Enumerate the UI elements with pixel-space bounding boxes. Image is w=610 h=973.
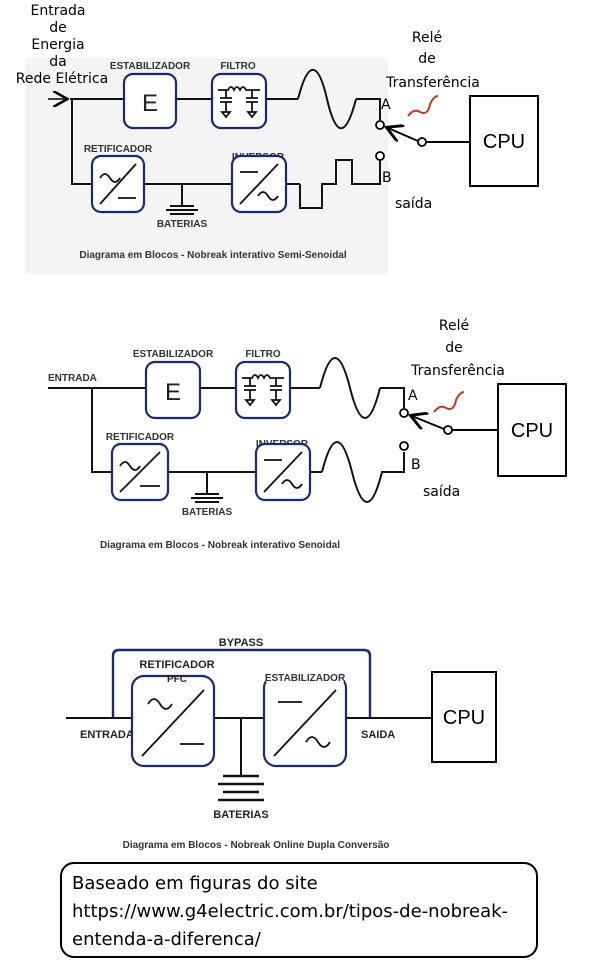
contact-a-terminal (399, 408, 409, 418)
relay-coil-icon (407, 95, 439, 117)
contact-a-label: A (408, 388, 418, 404)
rectifier-label: RETIFICADOR (106, 432, 175, 443)
contact-a-terminal (375, 120, 385, 130)
source-note-line2: https://www.g4electric.com.br/tipos-de-n… (72, 901, 509, 922)
source-note-line3: entenda-a-diferenca/ (72, 929, 261, 950)
diagram2-bottom-wire (91, 388, 322, 473)
stabilizer-label: ESTABILIZADOR (265, 673, 346, 684)
diagram1-caption: Diagrama em Blocos - Nobreak interativo … (79, 250, 347, 261)
cpu-box (431, 671, 497, 763)
stabilizer-label-bg (266, 672, 344, 682)
source-note-line1: Baseado em figuras do site (72, 873, 318, 894)
diagram1-bottom-wire (71, 99, 300, 185)
relay-label-line1: Relé (439, 318, 469, 334)
batteries-label: BATERIAS (157, 219, 208, 230)
cpu-label: CPU (443, 707, 485, 729)
cpu-label: CPU (511, 420, 553, 442)
diagram2-caption: Diagrama em Blocos - Nobreak interativo … (100, 540, 340, 551)
relay-label-line2: de (445, 340, 463, 356)
filter-block (210, 72, 268, 130)
output-label: saída (395, 196, 432, 212)
filter-icon (242, 374, 284, 407)
contact-a-label: A (381, 97, 391, 113)
input-label: ENTRADA (48, 373, 97, 384)
inverter-icon (263, 451, 303, 493)
diagram-senoidal: ENTRADA ESTABILIZADOR E FILTRO RETIFICAD… (48, 318, 567, 551)
cpu-label: CPU (483, 131, 525, 153)
relay-common-terminal (443, 425, 453, 435)
stabilizer-block (122, 72, 178, 130)
rectifier-icon (99, 163, 137, 205)
batteries-label: BATERIAS (213, 809, 268, 821)
diagram3-caption: Diagrama em Blocos - Nobreak Online Dupl… (123, 840, 390, 851)
contact-b-label: B (411, 457, 421, 473)
rectifier-label: RETIFICADOR (84, 144, 153, 155)
inverter-icon (239, 163, 279, 205)
inverter-icon (273, 689, 337, 757)
stabilizer-label: ESTABILIZADOR (133, 349, 214, 360)
battery-icon (218, 774, 264, 802)
input-label-line5: Rede Elétrica (16, 71, 108, 87)
contact-b-label: B (382, 170, 392, 186)
output-label: saída (423, 484, 460, 500)
stabilizer-symbol: E (165, 379, 181, 406)
output-label: SAIDA (361, 729, 395, 741)
source-note: Baseado em figuras do site https://www.g… (60, 862, 538, 958)
cpu-box (469, 95, 539, 187)
pfc-label: PFC (167, 674, 187, 685)
input-label-line1: Entrada (30, 3, 85, 19)
input-label-line4: da (49, 54, 66, 70)
diagram2-top-wire (48, 387, 405, 408)
bypass-label: BYPASS (219, 637, 263, 649)
filter-label: FILTRO (245, 349, 281, 360)
relay-label-line1: Relé (412, 30, 442, 46)
rectifier-label: RETIFICADOR (139, 659, 214, 671)
sine-wave-bottom-icon (321, 441, 405, 503)
relay-label-line3: Transferência (385, 75, 480, 91)
relay-coil-icon (433, 391, 465, 413)
stabilizer-label: ESTABILIZADOR (110, 61, 191, 72)
input-label-line2: de (49, 20, 67, 36)
battery-icon (191, 493, 223, 503)
stabilizer-block (144, 360, 202, 420)
diagram1-panel (26, 58, 388, 274)
cpu-box (497, 383, 567, 477)
diagram-semi-senoidal: Entrada de Energia da Rede Elétrica ESTA… (16, 3, 539, 274)
rectifier-icon (141, 689, 205, 757)
rectifier-icon (119, 451, 161, 493)
relay-label-line3: Transferência (410, 363, 505, 379)
stabilizer-symbol: E (142, 90, 158, 117)
battery-icon (166, 205, 198, 215)
relay-common-terminal (417, 137, 427, 147)
square-wave-icon (299, 159, 381, 209)
sine-wave-top-icon (319, 357, 381, 419)
batteries-label: BATERIAS (182, 507, 233, 518)
sine-wave-icon (297, 68, 357, 130)
filter-icon (218, 86, 260, 119)
bypass-path (111, 648, 372, 718)
diagram-online-dupla-conversao: BYPASS ENTRADA SAIDA RETIFICADOR PFC EST… (66, 637, 497, 851)
input-label-line3: Energia (31, 37, 84, 53)
diagram1-top-wire (70, 98, 381, 120)
relay-switch-arm (412, 416, 445, 430)
relay-switch-arm (388, 128, 419, 141)
contact-b-terminal (375, 151, 385, 161)
input-label: ENTRADA (80, 729, 134, 741)
relay-label-line2: de (418, 51, 436, 67)
filter-label: FILTRO (220, 61, 256, 72)
contact-b-terminal (399, 441, 409, 451)
